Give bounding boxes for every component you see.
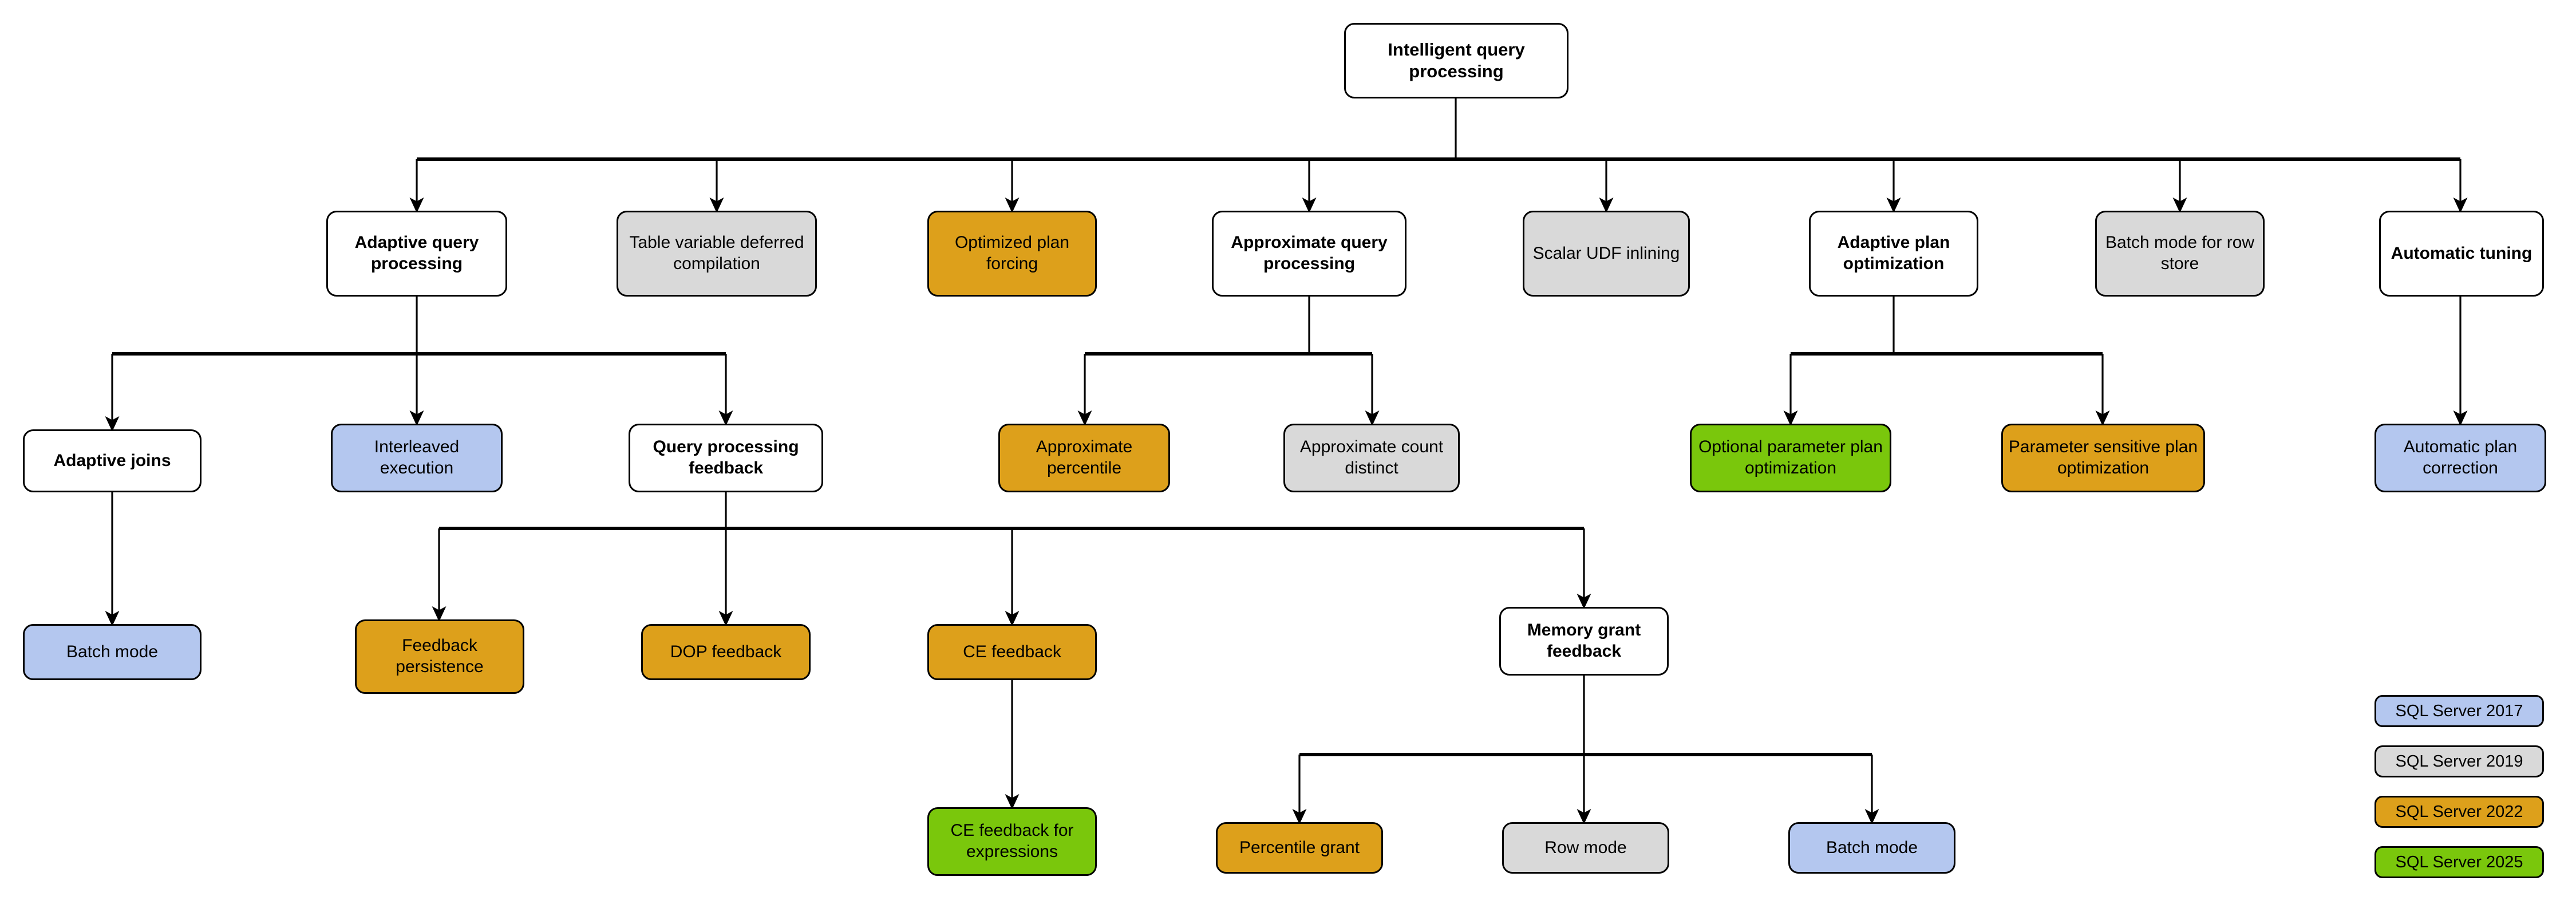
node-automatic-plan-correction[interactable]: Automatic plan correction [2374, 424, 2546, 492]
legend-item-sql-server-2019[interactable]: SQL Server 2019 [2374, 745, 2544, 777]
node-approximate-query-processing[interactable]: Approximate query processing [1212, 211, 1406, 297]
node-percentile-grant[interactable]: Percentile grant [1216, 822, 1383, 874]
node-batch-mode-adaptive-joins[interactable]: Batch mode [23, 624, 202, 680]
node-parameter-sensitive-plan-optimization[interactable]: Parameter sensitive plan optimization [2001, 424, 2205, 492]
legend-item-sql-server-2025[interactable]: SQL Server 2025 [2374, 846, 2544, 878]
node-dop-feedback[interactable]: DOP feedback [641, 624, 811, 680]
node-row-mode[interactable]: Row mode [1502, 822, 1669, 874]
node-intelligent-query-processing[interactable]: Intelligent query processing [1344, 23, 1568, 98]
node-adaptive-query-processing[interactable]: Adaptive query processing [326, 211, 507, 297]
node-ce-feedback-for-expressions[interactable]: CE feedback for expressions [927, 807, 1097, 876]
node-feedback-persistence[interactable]: Feedback persistence [355, 619, 524, 694]
node-adaptive-plan-optimization[interactable]: Adaptive plan optimization [1809, 211, 1978, 297]
node-batch-mode-for-row-store[interactable]: Batch mode for row store [2095, 211, 2265, 297]
node-adaptive-joins[interactable]: Adaptive joins [23, 429, 202, 492]
legend-item-sql-server-2022[interactable]: SQL Server 2022 [2374, 796, 2544, 828]
node-optimized-plan-forcing[interactable]: Optimized plan forcing [927, 211, 1097, 297]
node-memory-grant-feedback[interactable]: Memory grant feedback [1499, 607, 1669, 676]
node-ce-feedback[interactable]: CE feedback [927, 624, 1097, 680]
node-batch-mode-memory-grant[interactable]: Batch mode [1788, 822, 1955, 874]
node-approximate-percentile[interactable]: Approximate percentile [998, 424, 1170, 492]
node-optional-parameter-plan-optimization[interactable]: Optional parameter plan optimization [1690, 424, 1891, 492]
node-scalar-udf-inlining[interactable]: Scalar UDF inlining [1523, 211, 1690, 297]
node-interleaved-execution[interactable]: Interleaved execution [331, 424, 503, 492]
node-table-variable-deferred-compilation[interactable]: Table variable deferred compilation [617, 211, 817, 297]
node-automatic-tuning[interactable]: Automatic tuning [2379, 211, 2544, 297]
node-approximate-count-distinct[interactable]: Approximate count distinct [1283, 424, 1460, 492]
node-query-processing-feedback[interactable]: Query processing feedback [629, 424, 823, 492]
legend-item-sql-server-2017[interactable]: SQL Server 2017 [2374, 695, 2544, 727]
